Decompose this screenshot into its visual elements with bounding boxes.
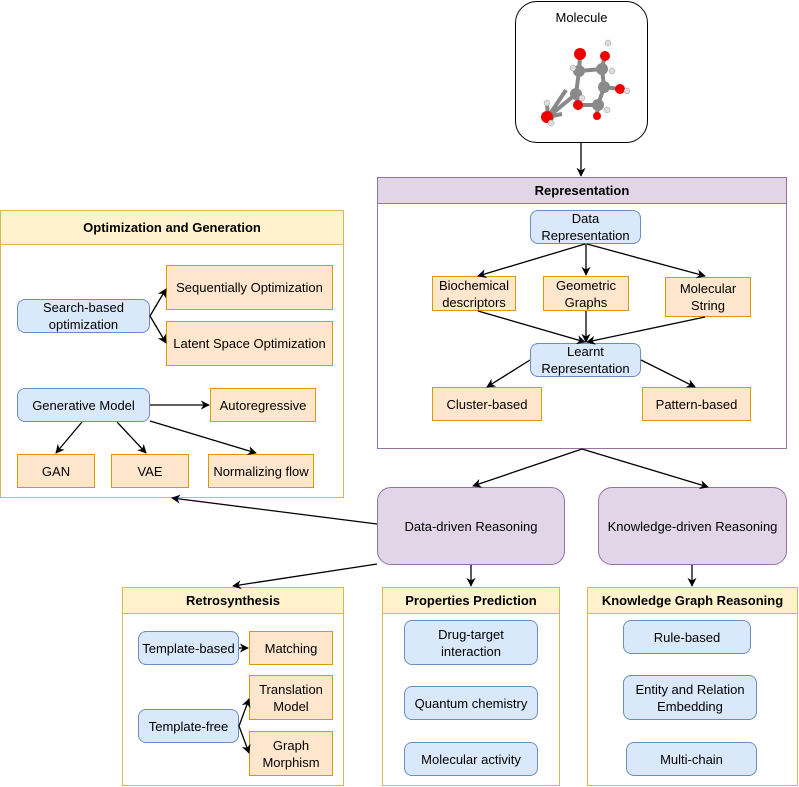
molecule-title: Molecule	[555, 10, 608, 25]
learnt-representation-node[interactable]: Learnt Representation	[530, 343, 641, 377]
biochemical-descriptors-node[interactable]: Biochemical descriptors	[432, 276, 516, 311]
drug-target-interaction-node[interactable]: Drug-target interaction	[404, 620, 538, 665]
generative-model-node[interactable]: Generative Model	[17, 388, 150, 422]
data-representation-node[interactable]: Data Representation	[530, 210, 641, 244]
arrow-data-driven-to-optimization	[171, 494, 378, 525]
search-based-node[interactable]: Search-based optimization	[17, 299, 150, 333]
optimization-header: Optimization and Generation	[1, 211, 343, 245]
latent-space-optimization-node[interactable]: Latent Space Optimization	[166, 321, 333, 366]
rule-based-node[interactable]: Rule-based	[623, 620, 751, 654]
sequential-optimization-node[interactable]: Sequentially Optimization	[166, 265, 333, 310]
template-free-node[interactable]: Template-free	[138, 709, 239, 743]
knowledge-driven-reasoning-node[interactable]: Knowledge-driven Reasoning	[598, 487, 787, 565]
representation-header: Representation	[378, 178, 786, 204]
arrow-representation-to-knowledge-driven	[581, 448, 709, 489]
geometric-graphs-node[interactable]: Geometric Graphs	[543, 276, 629, 311]
normalizing-flow-node[interactable]: Normalizing flow	[208, 454, 314, 488]
multi-chain-node[interactable]: Multi-chain	[626, 742, 757, 776]
pattern-based-node[interactable]: Pattern-based	[642, 387, 751, 421]
molecule-box: Molecule	[515, 1, 648, 143]
molecule-ball-and-stick-icon	[541, 39, 631, 127]
translation-model-node[interactable]: Translation Model	[249, 675, 333, 720]
quantum-chemistry-node[interactable]: Quantum chemistry	[404, 686, 538, 720]
entity-relation-embedding-node[interactable]: Entity and Relation Embedding	[623, 675, 757, 720]
kg-header: Knowledge Graph Reasoning	[588, 588, 797, 614]
molecular-activity-node[interactable]: Molecular activity	[404, 742, 538, 776]
properties-header: Properties Prediction	[383, 588, 559, 614]
matching-node[interactable]: Matching	[249, 631, 333, 665]
graph-morphism-node[interactable]: Graph Morphism	[249, 731, 333, 776]
arrow-data-driven-to-retrosynthesis	[232, 563, 378, 590]
template-based-node[interactable]: Template-based	[138, 631, 239, 665]
molecular-string-node[interactable]: Molecular String	[665, 277, 751, 317]
gan-node[interactable]: GAN	[17, 454, 95, 488]
vae-node[interactable]: VAE	[111, 454, 189, 488]
retrosynthesis-header: Retrosynthesis	[123, 588, 343, 614]
cluster-based-node[interactable]: Cluster-based	[432, 387, 542, 421]
data-driven-reasoning-node[interactable]: Data-driven Reasoning	[377, 487, 565, 565]
autoregressive-node[interactable]: Autoregressive	[210, 388, 316, 422]
arrow-representation-to-data-driven	[472, 448, 583, 488]
